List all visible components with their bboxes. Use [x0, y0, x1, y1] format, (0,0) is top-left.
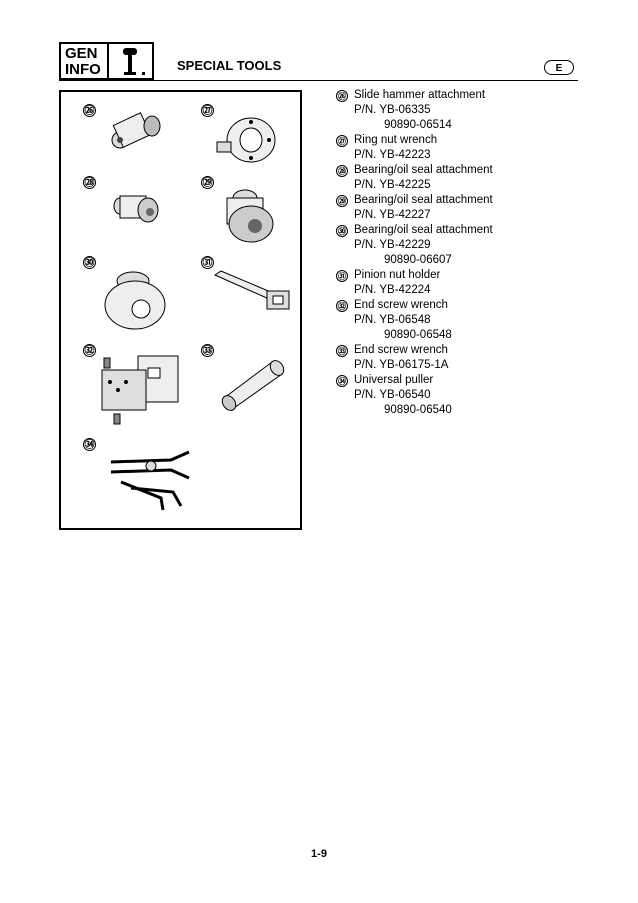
- alt-part-number: 90890-06548: [384, 329, 452, 341]
- tool-name: Pinion nut holder: [354, 269, 441, 281]
- tool-entry: ㉚ Bearing/oil seal attachment P/N. YB-422…: [336, 223, 596, 268]
- item-number: ㉞: [336, 374, 348, 387]
- section-label-box: GEN INFO: [59, 42, 109, 80]
- tool-entry: ㉛ Pinion nut holder P/N. YB-42224: [336, 268, 596, 298]
- part-number: P/N. YB-42225: [354, 179, 431, 191]
- bearing-seal-attachment-illustration: [104, 271, 166, 330]
- page-number: 1-9: [311, 848, 327, 860]
- tool-entry: ㉜ End screw wrench P/N. YB-06548 90890-06…: [336, 298, 596, 343]
- tools-illustration-panel: ㉖ ㉗ ㉘ ㉙ ㉚ ㉛ ㉜: [59, 90, 302, 530]
- tool-list: ㉖ Slide hammer attachment P/N. YB-06335 9…: [336, 88, 596, 418]
- item-number: ㉝: [336, 344, 348, 357]
- figure-number: ㉗: [201, 104, 214, 117]
- bearing-seal-attachment-illustration: [226, 189, 274, 243]
- slide-hammer-attachment-illustration: [111, 112, 161, 149]
- figure-number: ㉙: [201, 176, 214, 189]
- figure-number: ㉛: [201, 256, 214, 269]
- part-number: P/N. YB-42224: [354, 284, 431, 296]
- ring-nut-wrench-illustration: [216, 117, 276, 163]
- bearing-seal-attachment-illustration: [113, 195, 159, 223]
- figure-number: ㉞: [83, 438, 96, 451]
- language-badge: E: [544, 60, 574, 75]
- item-number: ㉗: [336, 134, 348, 147]
- item-number: ㉚: [336, 224, 348, 237]
- tool-entry: ㉙ Bearing/oil seal attachment P/N. YB-422…: [336, 193, 596, 223]
- tool-entry: ㉘ Bearing/oil seal attachment P/N. YB-422…: [336, 163, 596, 193]
- alt-part-number: 90890-06607: [384, 254, 452, 266]
- tool-entry: ㉖ Slide hammer attachment P/N. YB-06335 9…: [336, 88, 596, 133]
- item-number: ㉘: [336, 164, 348, 177]
- tool-name: End screw wrench: [354, 344, 448, 356]
- figure-number: ㉜: [83, 344, 96, 357]
- figure-number: ㉘: [83, 176, 96, 189]
- part-number: P/N. YB-06175-1A: [354, 359, 449, 371]
- item-number: ㉖: [336, 89, 348, 102]
- tool-name: Bearing/oil seal attachment: [354, 194, 493, 206]
- alt-part-number: 90890-06514: [384, 119, 452, 131]
- page-title: SPECIAL TOOLS: [177, 58, 282, 73]
- tool-name: Ring nut wrench: [354, 134, 438, 146]
- section-label-info: INFO: [65, 61, 101, 78]
- tool-name: Universal puller: [354, 374, 434, 386]
- item-number: ㉙: [336, 194, 348, 207]
- tool-entry: ㉞ Universal puller P/N. YB-06540 90890-06…: [336, 373, 596, 418]
- tool-name: Slide hammer attachment: [354, 89, 486, 101]
- tool-name: Bearing/oil seal attachment: [354, 164, 493, 176]
- part-number: P/N. YB-06548: [354, 314, 431, 326]
- tool-entry: ㉗ Ring nut wrench P/N. YB-42223: [336, 133, 596, 163]
- figure-number: ㉝: [201, 344, 214, 357]
- part-number: P/N. YB-42223: [354, 149, 431, 161]
- tool-name: End screw wrench: [354, 299, 448, 311]
- section-label-gen: GEN: [65, 45, 98, 62]
- part-number: P/N. YB-42227: [354, 209, 431, 221]
- outboard-motor-icon: [109, 42, 154, 80]
- header-rule: [59, 80, 578, 81]
- end-screw-wrench-illustration: [101, 355, 179, 425]
- item-number: ㉛: [336, 269, 348, 282]
- part-number: P/N. YB-42229: [354, 239, 431, 251]
- figure-number: ㉖: [83, 104, 96, 117]
- item-number: ㉜: [336, 299, 348, 312]
- end-screw-wrench-illustration: [221, 360, 285, 411]
- part-number: P/N. YB-06335: [354, 104, 431, 116]
- universal-puller-illustration: [110, 450, 190, 511]
- figure-number: ㉚: [83, 256, 96, 269]
- alt-part-number: 90890-06540: [384, 404, 452, 416]
- pinion-nut-holder-illustration: [213, 270, 290, 310]
- tool-name: Bearing/oil seal attachment: [354, 224, 493, 236]
- tool-entry: ㉝ End screw wrench P/N. YB-06175-1A: [336, 343, 596, 373]
- part-number: P/N. YB-06540: [354, 389, 431, 401]
